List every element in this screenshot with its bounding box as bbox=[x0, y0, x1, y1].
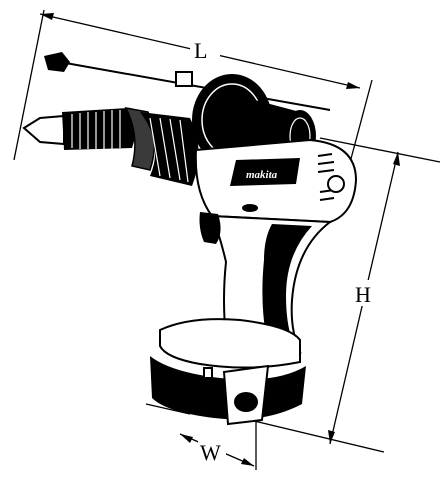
length-arrow-left bbox=[40, 13, 54, 20]
drill-bit bbox=[22, 114, 65, 146]
length-extension-left bbox=[13, 9, 45, 161]
brand-logo: makita bbox=[246, 169, 278, 181]
bit-tip-icon bbox=[22, 114, 65, 146]
height-arrow-bottom bbox=[328, 430, 335, 444]
height-arrow-top bbox=[393, 152, 400, 166]
pistol-grip bbox=[199, 212, 333, 354]
motor-housing: makita bbox=[194, 138, 358, 224]
length-arrow-right bbox=[346, 82, 360, 89]
depth-rod-line bbox=[59, 61, 331, 111]
height-extension-bottom bbox=[249, 419, 385, 453]
brand-plate-icon bbox=[230, 158, 300, 186]
depth-rod-tip-icon bbox=[44, 52, 70, 72]
gauge-clamp-icon bbox=[175, 71, 193, 87]
clutch-ring-icon bbox=[140, 112, 199, 186]
battery-top bbox=[159, 318, 301, 369]
height-extension-top bbox=[319, 137, 441, 163]
dimension-height: H bbox=[249, 137, 441, 453]
battery-indicator-icon bbox=[203, 367, 213, 379]
direction-switch-icon bbox=[327, 175, 345, 193]
height-label-bg bbox=[352, 280, 378, 306]
chuck bbox=[62, 106, 156, 171]
height-label: H bbox=[355, 282, 371, 307]
chuck-sleeve-icon bbox=[62, 108, 136, 150]
length-label: L bbox=[194, 38, 207, 63]
battery-release-button-icon bbox=[234, 392, 258, 412]
dimension-length: L bbox=[13, 9, 373, 171]
width-arrow-right bbox=[241, 458, 254, 466]
speed-selector-icon bbox=[242, 204, 258, 212]
width-label-bg bbox=[198, 438, 226, 464]
grip-rubber-icon bbox=[262, 224, 312, 340]
trigger-icon bbox=[199, 212, 221, 244]
dimension-width: W bbox=[145, 403, 257, 470]
width-arrow-left bbox=[180, 434, 193, 443]
length-extension-right bbox=[347, 79, 373, 171]
width-label: W bbox=[200, 440, 221, 465]
battery-pack bbox=[150, 318, 306, 426]
length-label-bg bbox=[190, 36, 220, 62]
clutch-ring bbox=[140, 112, 199, 186]
depth-gauge-rod bbox=[44, 52, 331, 111]
